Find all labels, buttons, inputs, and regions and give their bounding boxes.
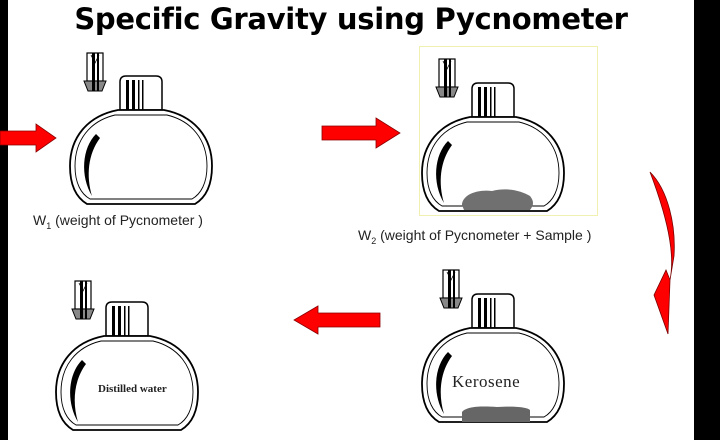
highlight-box bbox=[419, 46, 598, 216]
arrow-right-icon bbox=[0, 123, 57, 153]
pycnometer-with-sample bbox=[421, 82, 565, 212]
pycnometer-empty bbox=[69, 75, 213, 205]
slide: Specific Gravity using Pycnometer bbox=[0, 0, 694, 440]
caption-w1: W1 (weight of Pycnometer ) bbox=[33, 212, 203, 231]
flask-label-distilled-water: Distilled water bbox=[98, 383, 167, 395]
flask-label-kerosene: Kerosene bbox=[452, 372, 521, 391]
arrow-right-icon bbox=[321, 117, 401, 149]
arrow-left-icon bbox=[293, 305, 381, 335]
caption-w2: W2 (weight of Pycnometer + Sample ) bbox=[358, 227, 592, 246]
pycnometer-with-distilled-water bbox=[55, 301, 199, 431]
pycnometer-with-kerosene bbox=[421, 293, 565, 423]
slide-title: Specific Gravity using Pycnometer bbox=[74, 2, 628, 36]
curved-arrow-down-icon bbox=[649, 171, 675, 335]
